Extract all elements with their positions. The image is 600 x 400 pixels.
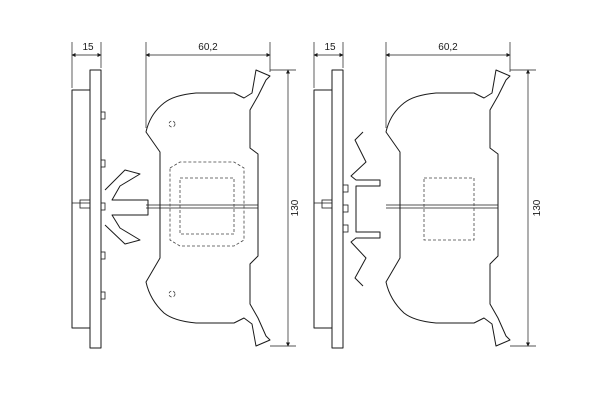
right-wear-tab: [321, 199, 333, 209]
left-rivet-bottom: [100, 291, 106, 300]
right-backing-plate: [331, 69, 344, 349]
left-friction-lining: [71, 89, 91, 329]
left-set: 15 60,2 130: [71, 42, 301, 349]
right-dimensions: 15 60,2 130: [313, 42, 543, 347]
right-width-label: 60,2: [438, 42, 458, 53]
left-rivet-top: [100, 111, 106, 120]
left-dimensions: 15 60,2 130: [71, 42, 301, 347]
right-piston-outline: [423, 177, 475, 241]
left-width-label: 60,2: [198, 42, 218, 53]
right-spring-clip: [350, 131, 381, 287]
left-anti-rattle-spring: [104, 169, 149, 245]
left-piston-outline-inner: [179, 177, 235, 235]
left-pin-hole-top: [168, 120, 176, 128]
left-rivet-mid: [100, 202, 106, 211]
left-thickness-label: 15: [82, 42, 94, 53]
right-pad-outline: [385, 69, 511, 347]
right-set: 15 60,2 130: [313, 42, 543, 349]
right-friction-lining: [313, 89, 333, 329]
right-rivet-3: [342, 224, 349, 233]
left-piston-outline-outer: [169, 161, 245, 247]
left-rivet-mid-bottom: [100, 251, 106, 260]
right-side-view: [313, 69, 381, 349]
left-wear-tab: [79, 199, 91, 209]
right-thickness-label: 15: [324, 42, 336, 53]
right-rivet-1: [342, 184, 349, 193]
right-rivet-2: [342, 204, 349, 213]
left-pad-outline: [145, 69, 271, 347]
left-backing-plate: [89, 69, 102, 349]
left-front-view: [145, 69, 271, 347]
left-height-label: 130: [290, 199, 301, 216]
right-height-label: 130: [532, 199, 543, 216]
left-side-view: [71, 69, 149, 349]
right-front-view: [385, 69, 511, 347]
left-rivet-mid-top: [100, 159, 106, 168]
left-pin-hole-bottom: [168, 290, 176, 298]
